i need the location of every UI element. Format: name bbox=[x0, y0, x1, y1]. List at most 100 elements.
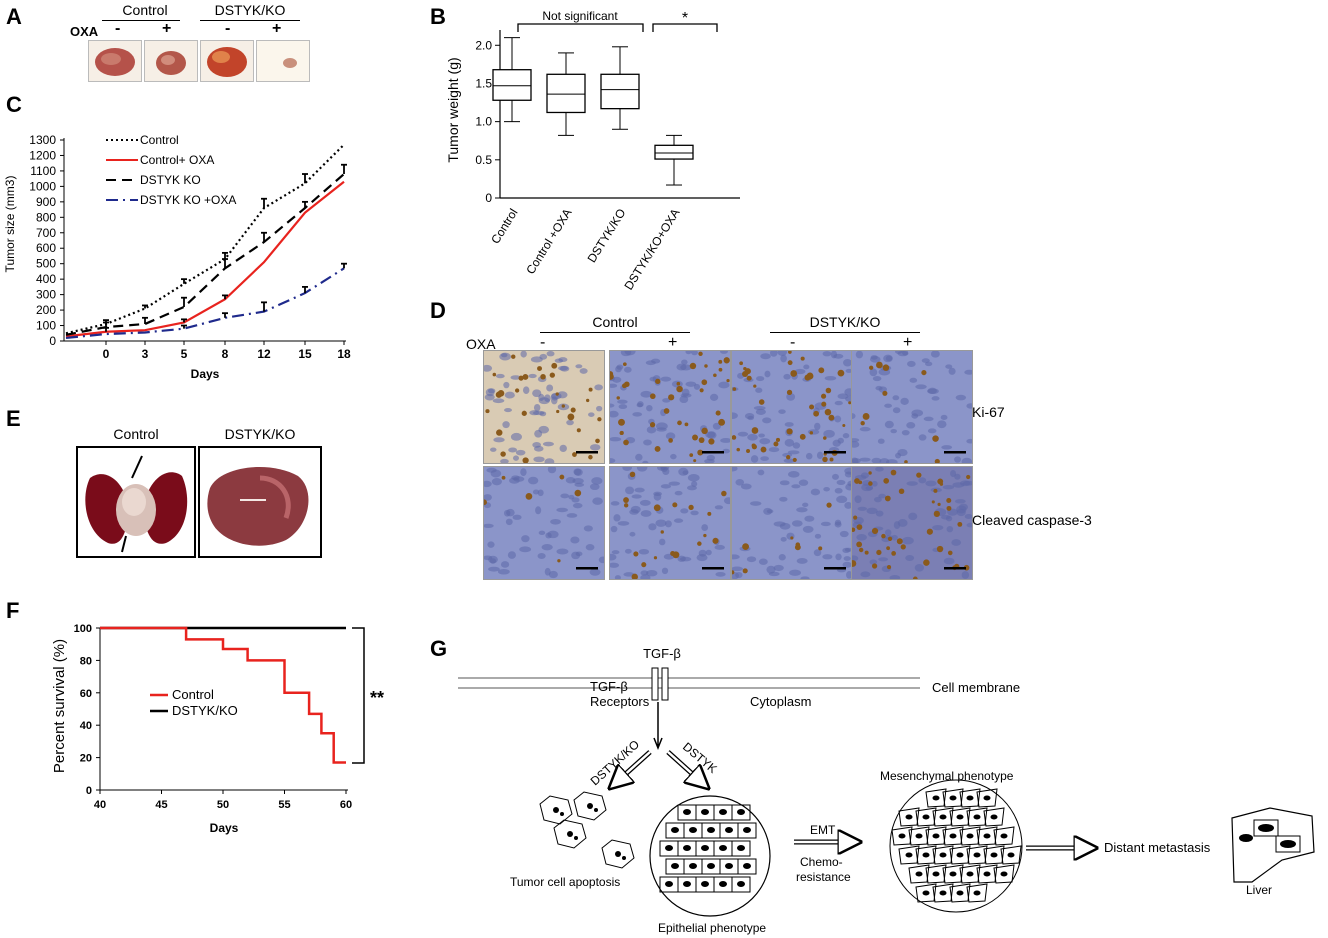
c-ytick-label: 1200 bbox=[29, 148, 56, 162]
ihc-stain-spot bbox=[668, 394, 675, 401]
ihc-stain-spot bbox=[588, 454, 593, 460]
ihc-nucleus bbox=[869, 368, 878, 377]
ihc-nucleus bbox=[528, 373, 537, 379]
g-apoptotic-body bbox=[560, 812, 564, 816]
ihc-stain-spot bbox=[790, 536, 794, 540]
ihc-background bbox=[484, 351, 604, 463]
ihc-nucleus bbox=[566, 513, 578, 518]
panel-label-g: G bbox=[430, 636, 448, 661]
ihc-nucleus bbox=[897, 449, 908, 457]
g-receptor-1: TGF-β bbox=[590, 679, 628, 694]
ihc-nucleus bbox=[722, 448, 730, 454]
ihc-nucleus bbox=[615, 365, 622, 373]
ihc-tile bbox=[848, 466, 976, 582]
ihc-nucleus bbox=[623, 366, 632, 373]
ihc-stain-spot bbox=[633, 551, 639, 557]
ihc-nucleus bbox=[488, 566, 500, 572]
c-series-line bbox=[65, 180, 345, 338]
ihc-nucleus bbox=[495, 373, 505, 379]
ihc-nucleus bbox=[658, 538, 666, 546]
ihc-nucleus bbox=[753, 406, 766, 411]
ihc-stain-spot bbox=[551, 362, 558, 369]
ihc-stain-spot bbox=[730, 570, 735, 575]
ihc-nucleus bbox=[893, 521, 901, 529]
panel-a-group-ko: DSTYK/KO bbox=[214, 2, 286, 18]
g-mesenchymal-cell bbox=[966, 883, 988, 903]
g-mesenchymal-cell bbox=[898, 807, 920, 827]
ihc-nucleus bbox=[691, 481, 698, 487]
ihc-stain-spot bbox=[856, 524, 863, 530]
ihc-nucleus bbox=[636, 402, 643, 408]
ihc-stain-spot bbox=[886, 564, 892, 570]
ihc-nucleus bbox=[746, 556, 757, 563]
ihc-nucleus bbox=[786, 393, 796, 401]
ihc-nucleus bbox=[877, 438, 885, 444]
c-ytick-label: 1000 bbox=[29, 179, 56, 193]
panel-label-d: D bbox=[430, 298, 446, 323]
ihc-nucleus bbox=[500, 353, 508, 358]
c-ytick-label: 400 bbox=[36, 272, 56, 286]
ihc-stain-spot bbox=[522, 373, 529, 380]
g-mesenchymal-cell bbox=[915, 883, 937, 903]
ihc-nucleus bbox=[547, 465, 557, 474]
ihc-nucleus bbox=[533, 445, 544, 452]
ihc-stain-spot bbox=[616, 396, 620, 400]
ihc-stain-spot bbox=[775, 437, 781, 442]
ihc-nucleus bbox=[665, 432, 676, 440]
ihc-stain-spot bbox=[697, 449, 704, 456]
ihc-nucleus bbox=[932, 525, 944, 531]
b-box bbox=[600, 73, 640, 110]
ihc-nucleus bbox=[640, 570, 649, 576]
ihc-tile bbox=[727, 465, 857, 582]
f-xtick-label: 40 bbox=[94, 799, 106, 811]
ihc-nucleus bbox=[909, 377, 918, 383]
ihc-nucleus bbox=[956, 508, 966, 517]
ihc-nucleus bbox=[816, 451, 824, 460]
ihc-stain-spot bbox=[511, 354, 516, 359]
ihc-scale-bar bbox=[576, 567, 598, 570]
ihc-stain-spot bbox=[595, 438, 600, 444]
ihc-nucleus bbox=[537, 489, 544, 497]
g-epithelial-cell bbox=[731, 840, 751, 857]
ihc-stain-spot bbox=[864, 550, 869, 555]
ihc-nucleus bbox=[538, 530, 546, 536]
g-apoptotic-body bbox=[622, 856, 626, 860]
ihc-nucleus bbox=[834, 415, 842, 423]
ihc-stain-spot bbox=[862, 413, 870, 420]
ihc-nucleus bbox=[871, 480, 878, 487]
ihc-nucleus bbox=[884, 420, 894, 429]
c-ytick-label: 900 bbox=[36, 195, 56, 209]
ihc-stain-spot bbox=[718, 418, 726, 426]
ihc-stain-spot bbox=[876, 361, 883, 369]
g-epithelial-nucleus bbox=[671, 863, 679, 869]
ihc-stain-spot bbox=[921, 369, 927, 376]
g-epithelial-cell bbox=[731, 804, 751, 821]
g-mesenchymal-nucleus bbox=[949, 871, 957, 877]
ihc-nucleus bbox=[857, 506, 868, 511]
ihc-nucleus bbox=[927, 428, 937, 434]
ihc-tile bbox=[606, 463, 734, 582]
ihc-nucleus bbox=[848, 438, 860, 443]
panel-f-y-label: Percent survival (%) bbox=[51, 639, 68, 773]
ihc-nucleus bbox=[941, 514, 951, 520]
ihc-scale-bar bbox=[944, 451, 966, 454]
ihc-stain-spot bbox=[933, 488, 938, 493]
ihc-nucleus bbox=[640, 510, 652, 517]
ihc-nucleus bbox=[551, 396, 558, 405]
ihc-nucleus bbox=[911, 413, 919, 419]
ihc-nucleus bbox=[906, 422, 916, 429]
ihc-nucleus bbox=[614, 575, 621, 581]
c-ytick-label: 100 bbox=[36, 319, 56, 333]
g-mesenchymal-nucleus bbox=[990, 814, 998, 820]
ihc-nucleus bbox=[572, 477, 584, 485]
ihc-stain-spot bbox=[937, 478, 944, 485]
g-mesenchymal-cell bbox=[925, 788, 947, 808]
ihc-stain-spot bbox=[701, 379, 708, 386]
tumor-photo-ko-oxa bbox=[256, 40, 310, 82]
ihc-nucleus bbox=[859, 426, 871, 432]
ihc-stain-spot bbox=[746, 375, 752, 381]
ihc-stain-spot bbox=[522, 457, 529, 464]
ihc-nucleus bbox=[591, 477, 603, 485]
ihc-nucleus bbox=[589, 568, 601, 576]
